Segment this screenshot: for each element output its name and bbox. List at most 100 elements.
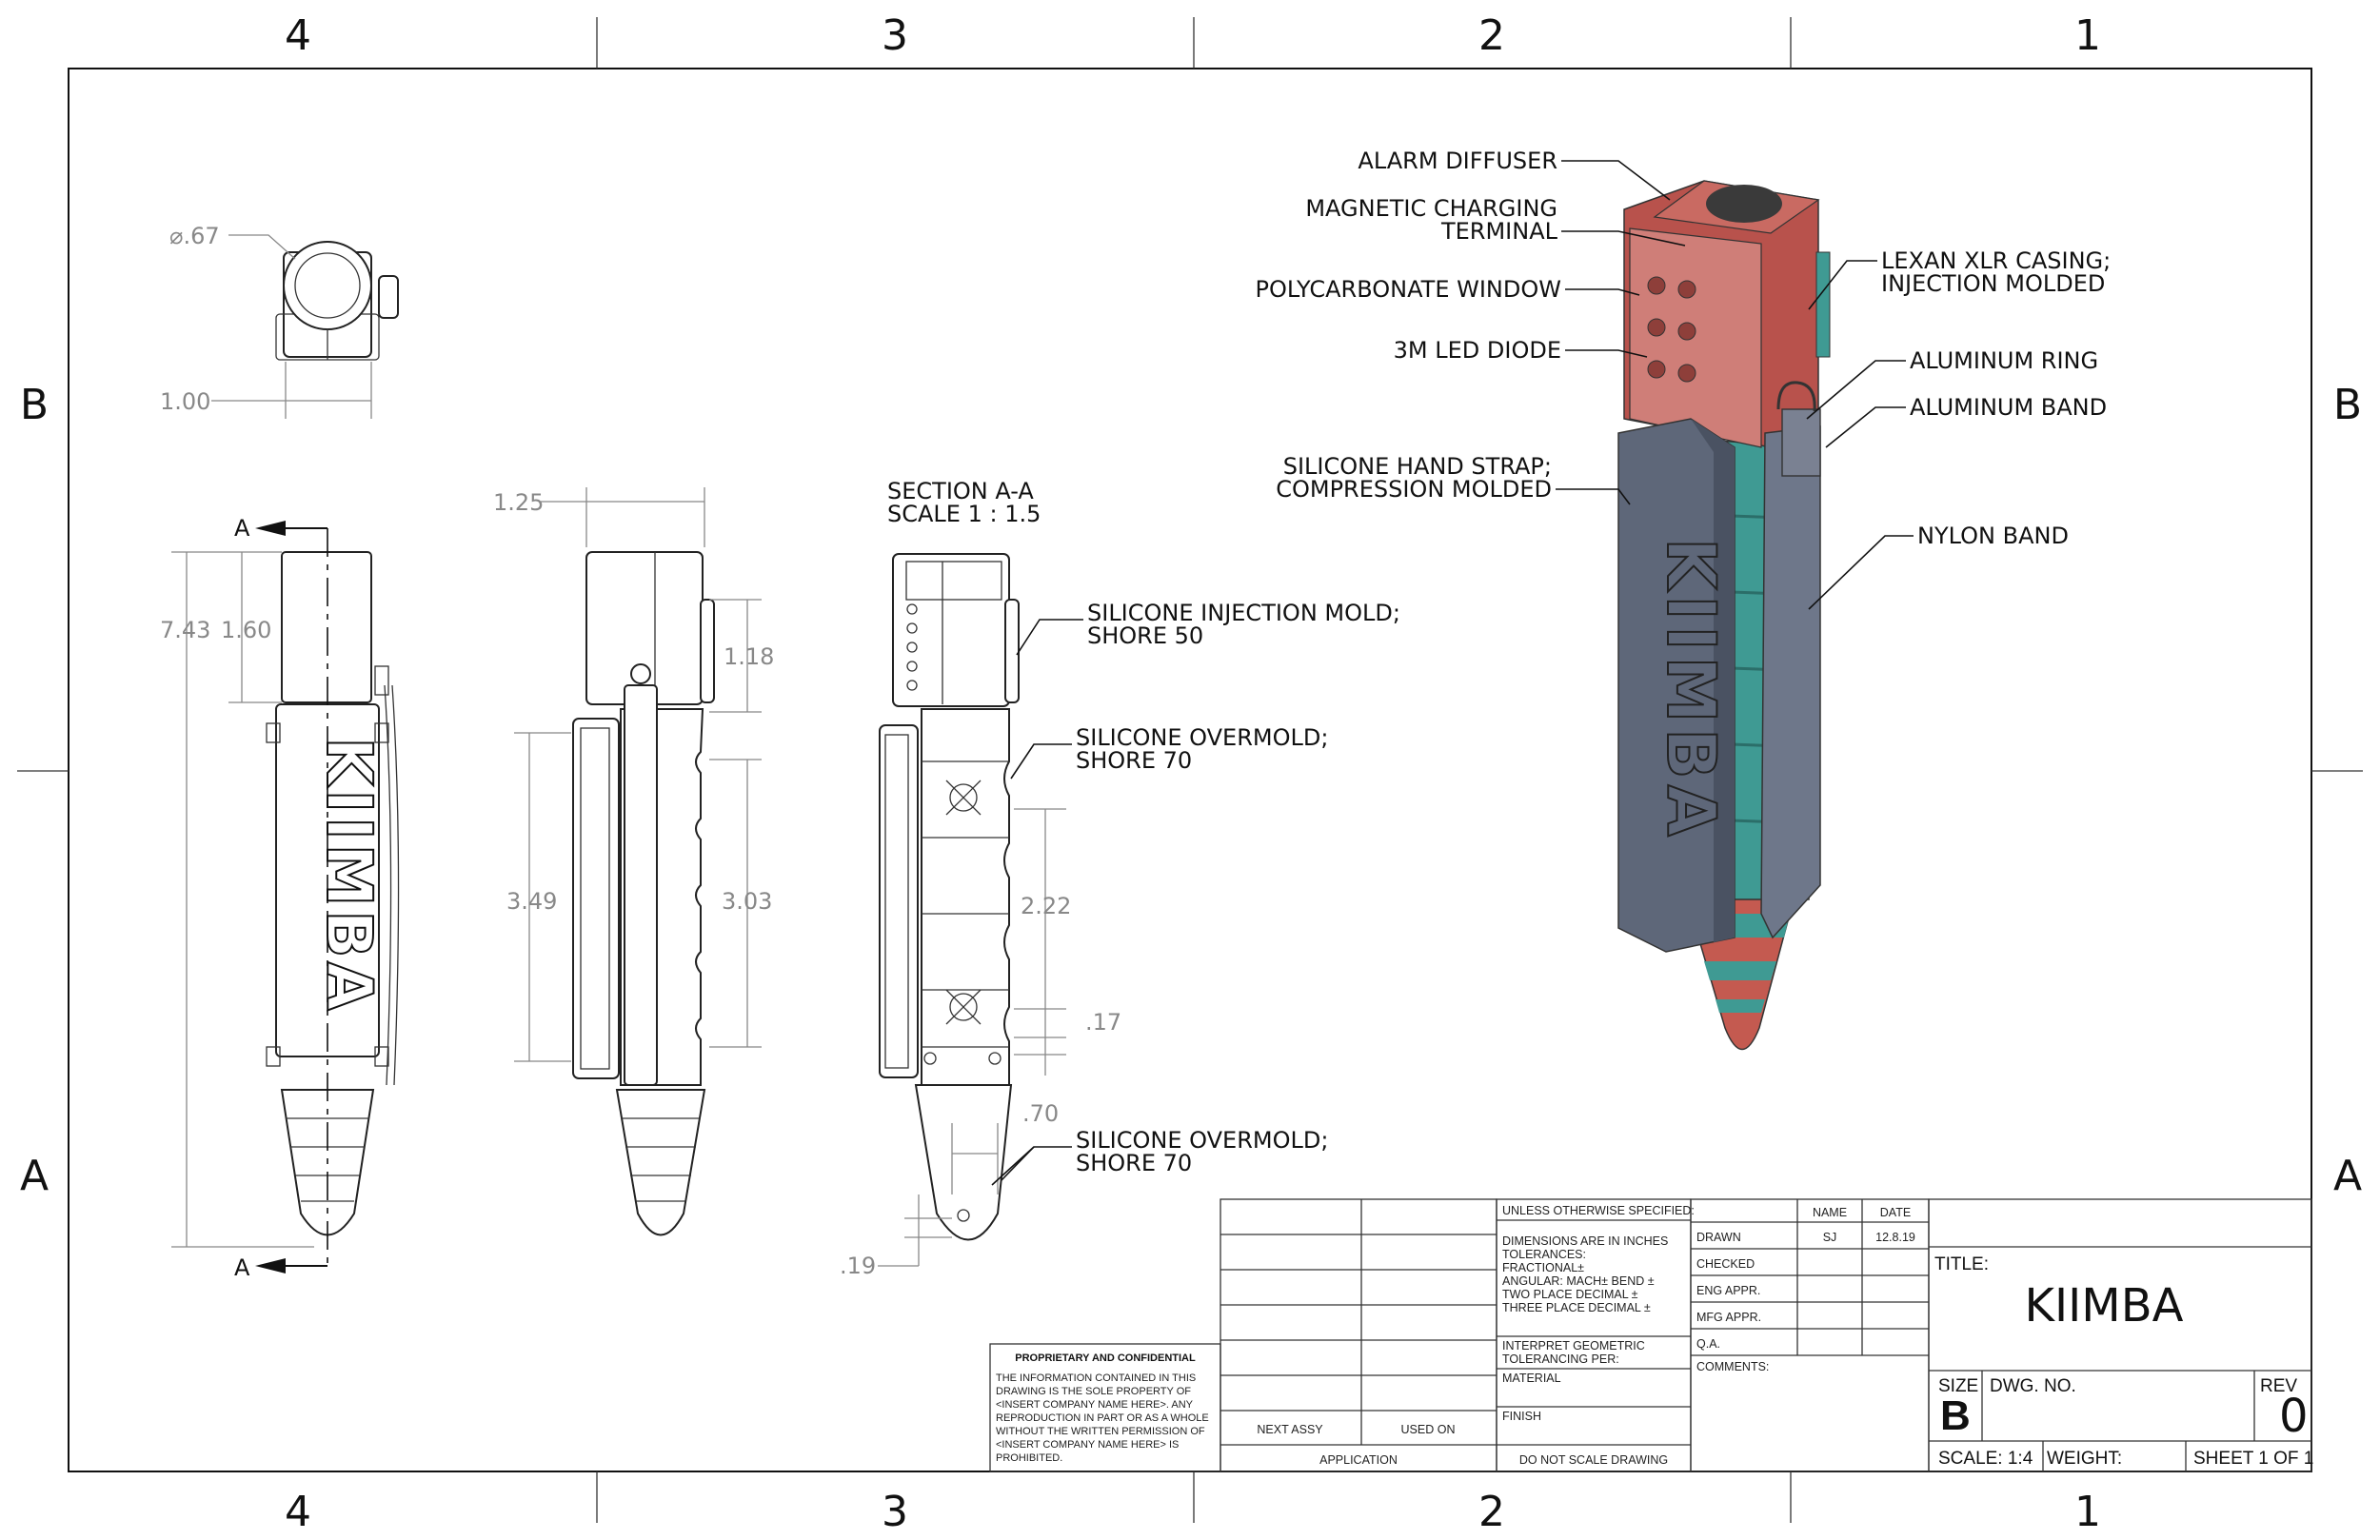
proprietary-line-4: REPRODUCTION IN PART OR AS A WHOLE bbox=[996, 1412, 1209, 1424]
section-title: SECTION A-A bbox=[887, 478, 1034, 504]
iso-callout-nylon-band: NYLON BAND bbox=[1917, 523, 2069, 549]
sheet-label: SHEET 1 OF 1 bbox=[2193, 1449, 2313, 1469]
zone-col-3-bottom: 3 bbox=[882, 1488, 908, 1536]
iso-aluminum-band bbox=[1781, 408, 1821, 477]
side-view: 1.25 1.18 3.49 3.03 bbox=[493, 487, 774, 1236]
drawing-title: KIIMBA bbox=[2025, 1279, 2184, 1333]
zone-col-2-top: 2 bbox=[1478, 11, 1505, 60]
size-label: SIZE bbox=[1938, 1376, 1978, 1396]
iso-nylon-band bbox=[1760, 425, 1821, 939]
iso-callout-led: 3M LED DIODE bbox=[1394, 337, 1561, 364]
unless-specified: UNLESS OTHERWISE SPECIFIED: bbox=[1502, 1204, 1695, 1217]
proprietary-line-6: <INSERT COMPANY NAME HERE> IS bbox=[996, 1439, 1179, 1451]
side-width-dim: 1.25 bbox=[493, 489, 544, 516]
iso-callout-lexan-1: LEXAN XLR CASING; bbox=[1881, 247, 2111, 274]
section-dim-17: .17 bbox=[1085, 1009, 1121, 1036]
interpret-line-1: INTERPRET GEOMETRIC bbox=[1502, 1339, 1645, 1352]
proprietary-line-1: THE INFORMATION CONTAINED IN THIS bbox=[996, 1372, 1196, 1384]
top-width-dim: 1.00 bbox=[160, 388, 210, 415]
row-drawn-date: 12.8.19 bbox=[1875, 1231, 1915, 1244]
iso-callout-lexan-2: INJECTION MOLDED bbox=[1881, 270, 2105, 297]
rev-label: REV bbox=[2260, 1376, 2297, 1396]
rev-value: 0 bbox=[2279, 1390, 2309, 1443]
iso-callout-charging-1: MAGNETIC CHARGING bbox=[1305, 195, 1557, 222]
tolerance-line-1: DIMENSIONS ARE IN INCHES bbox=[1502, 1234, 1668, 1248]
row-drawn-name: SJ bbox=[1823, 1231, 1837, 1244]
proprietary-line-2: DRAWING IS THE SOLE PROPERTY OF bbox=[996, 1386, 1191, 1397]
material-label: MATERIAL bbox=[1502, 1372, 1561, 1385]
side-body-dim: 3.03 bbox=[722, 888, 772, 915]
dwg-no-label: DWG. NO. bbox=[1990, 1376, 2076, 1396]
row-qa-label: Q.A. bbox=[1696, 1337, 1720, 1351]
size-value: B bbox=[1940, 1392, 1971, 1439]
zone-ticks bbox=[17, 17, 2363, 1523]
callout-silicone-injection-1: SILICONE INJECTION MOLD; bbox=[1087, 600, 1400, 626]
name-header: NAME bbox=[1813, 1206, 1847, 1219]
zone-labels: 4 3 2 1 4 3 2 1 B A B A bbox=[20, 11, 2362, 1536]
zone-col-3-top: 3 bbox=[882, 11, 908, 60]
top-view: ⌀.67 1.00 bbox=[160, 223, 399, 419]
interpret-line-2: TOLERANCING PER: bbox=[1502, 1352, 1619, 1366]
zone-row-a-right: A bbox=[2333, 1152, 2362, 1200]
iso-callout-aluminum-band: ALUMINUM BAND bbox=[1910, 394, 2107, 421]
tolerance-line-4: ANGULAR: MACH± BEND ± bbox=[1502, 1274, 1655, 1288]
zone-row-b-left: B bbox=[20, 381, 49, 429]
date-header: DATE bbox=[1880, 1206, 1911, 1219]
callout-silicone-injection-2: SHORE 50 bbox=[1087, 622, 1203, 649]
front-view: A A KIIMBA 7.43 1.60 bbox=[160, 515, 400, 1281]
proprietary-line-7: PROHIBITED. bbox=[996, 1452, 1062, 1464]
row-checked-label: CHECKED bbox=[1696, 1257, 1755, 1271]
callout-overmold-1-line2: SHORE 70 bbox=[1076, 747, 1192, 774]
section-mark-bottom: A bbox=[234, 1254, 250, 1281]
tolerance-line-3: FRACTIONAL± bbox=[1502, 1261, 1584, 1274]
title-label: TITLE: bbox=[1934, 1254, 1989, 1274]
side-head-dim: 1.18 bbox=[724, 643, 774, 670]
row-eng-appr-label: ENG APPR. bbox=[1696, 1284, 1760, 1297]
section-view: SECTION A-A SCALE 1 : 1.5 bbox=[840, 478, 1400, 1279]
front-logo: KIIMBA bbox=[312, 737, 386, 1014]
section-scale: SCALE 1 : 1.5 bbox=[887, 501, 1041, 527]
iso-callout-strap-1: SILICONE HAND STRAP; bbox=[1283, 453, 1552, 480]
zone-col-4-top: 4 bbox=[285, 11, 311, 60]
application-label: APPLICATION bbox=[1319, 1453, 1398, 1467]
zone-col-1-top: 1 bbox=[2074, 11, 2101, 60]
iso-callout-polycarbonate: POLYCARBONATE WINDOW bbox=[1255, 276, 1561, 303]
proprietary-line-5: WITHOUT THE WRITTEN PERMISSION OF bbox=[996, 1426, 1205, 1437]
row-mfg-appr-label: MFG APPR. bbox=[1696, 1311, 1761, 1324]
top-diameter-dim: ⌀.67 bbox=[169, 223, 220, 249]
scale-label: SCALE: 1:4 bbox=[1938, 1449, 2033, 1469]
proprietary-title: PROPRIETARY AND CONFIDENTIAL bbox=[1015, 1352, 1196, 1364]
proprietary-line-3: <INSERT COMPANY NAME HERE>. ANY bbox=[996, 1399, 1194, 1411]
zone-col-1-bottom: 1 bbox=[2074, 1488, 2101, 1536]
used-on-label: USED ON bbox=[1401, 1423, 1456, 1436]
front-length-dim: 7.43 bbox=[160, 617, 210, 643]
iso-logo: KIIMBA bbox=[1652, 538, 1730, 842]
zone-col-2-bottom: 2 bbox=[1478, 1488, 1505, 1536]
row-drawn-label: DRAWN bbox=[1696, 1231, 1741, 1244]
do-not-scale: DO NOT SCALE DRAWING bbox=[1519, 1453, 1668, 1467]
iso-aluminum-ring bbox=[1776, 381, 1816, 412]
iso-callout-alarm-diffuser: ALARM DIFFUSER bbox=[1358, 148, 1557, 174]
tolerance-line-5: TWO PLACE DECIMAL ± bbox=[1502, 1288, 1638, 1301]
section-mark-top: A bbox=[234, 515, 250, 542]
zone-row-b-right: B bbox=[2333, 381, 2362, 429]
tolerance-line-6: THREE PLACE DECIMAL ± bbox=[1502, 1301, 1651, 1314]
section-dim-222: 2.22 bbox=[1021, 893, 1071, 919]
iso-callout-strap-2: COMPRESSION MOLDED bbox=[1276, 476, 1552, 503]
callout-overmold-2-line1: SILICONE OVERMOLD; bbox=[1076, 1127, 1328, 1154]
zone-row-a-left: A bbox=[20, 1152, 49, 1200]
zone-col-4-bottom: 4 bbox=[285, 1488, 311, 1536]
iso-callout-aluminum-ring: ALUMINUM RING bbox=[1910, 347, 2098, 374]
front-head-dim: 1.60 bbox=[221, 617, 271, 643]
iso-callout-charging-2: TERMINAL bbox=[1440, 218, 1558, 245]
isometric-view: KIIMBA ALARM DIFFUSER MAGNETIC CHARGING … bbox=[1255, 148, 2111, 1050]
title-block: PROPRIETARY AND CONFIDENTIAL THE INFORMA… bbox=[989, 1198, 2313, 1472]
weight-label: WEIGHT: bbox=[2047, 1449, 2122, 1469]
section-dim-19: .19 bbox=[840, 1253, 876, 1279]
tolerance-line-2: TOLERANCES: bbox=[1502, 1248, 1586, 1261]
section-dim-70: .70 bbox=[1022, 1100, 1059, 1127]
iso-led-diodes bbox=[1647, 276, 1696, 383]
side-grip-dim: 3.49 bbox=[506, 888, 557, 915]
comments-label: COMMENTS: bbox=[1696, 1360, 1769, 1373]
